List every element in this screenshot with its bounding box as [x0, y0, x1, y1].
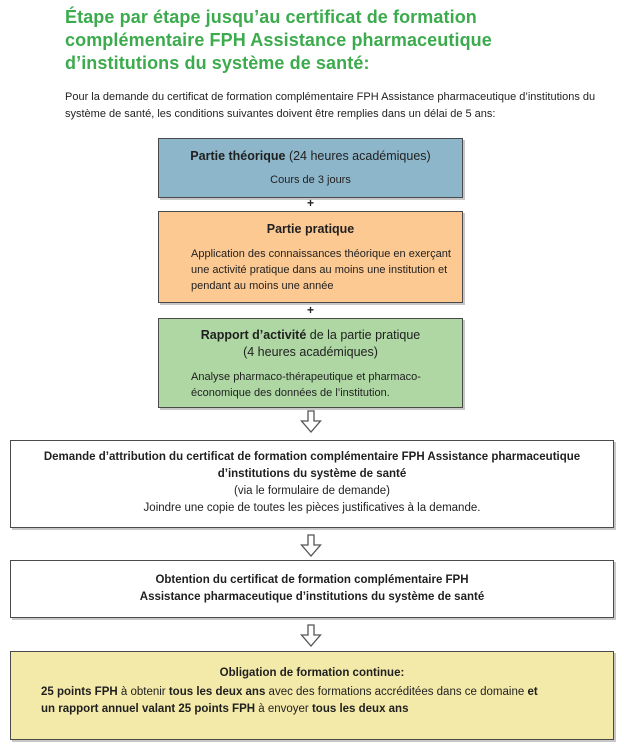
report-body: Analyse pharmaco-thérapeutique et pharma… — [191, 371, 421, 399]
practice-body: Application des connaissances théorique … — [191, 248, 451, 292]
obligation-body: 25 points FPH à obtenir tous les deux an… — [41, 686, 538, 715]
report-title: Rapport d’activité de la partie pratique… — [200, 328, 421, 359]
down-arrow-icon — [298, 410, 324, 433]
theory-box: Partie théorique (24 heures académiques)… — [158, 138, 463, 198]
theory-title: Partie théorique (24 heures académiques) — [190, 149, 431, 163]
practice-box: Partie pratique Application des connaiss… — [158, 211, 463, 303]
page-title: Étape par étape jusqu’au certificat de f… — [65, 7, 492, 73]
request-note: Joindre une copie de toutes les pièces j… — [143, 502, 481, 514]
obtain-title: Obtention du certificat de formation com… — [139, 574, 485, 603]
report-box: Rapport d’activité de la partie pratique… — [158, 318, 463, 408]
plus-separator-icon: + — [306, 196, 314, 210]
theory-body: Cours de 3 jours — [270, 174, 351, 186]
down-arrow-icon — [298, 534, 324, 557]
obligation-title: Obligation de formation continue: — [219, 667, 405, 679]
plus-separator-icon: + — [306, 303, 314, 317]
practice-title: Partie pratique — [266, 222, 355, 236]
request-box: Demande d’attribution du certificat de f… — [10, 440, 614, 528]
obtain-box: Obtention du certificat de formation com… — [10, 560, 614, 618]
intro-text: Pour la demande du certificat de formati… — [65, 91, 596, 120]
down-arrow-icon — [298, 624, 324, 647]
obligation-box: Obligation de formation continue: 25 poi… — [10, 651, 614, 740]
request-subtitle: (via le formulaire de demande) — [234, 485, 390, 497]
request-title: Demande d’attribution du certificat de f… — [43, 451, 581, 480]
